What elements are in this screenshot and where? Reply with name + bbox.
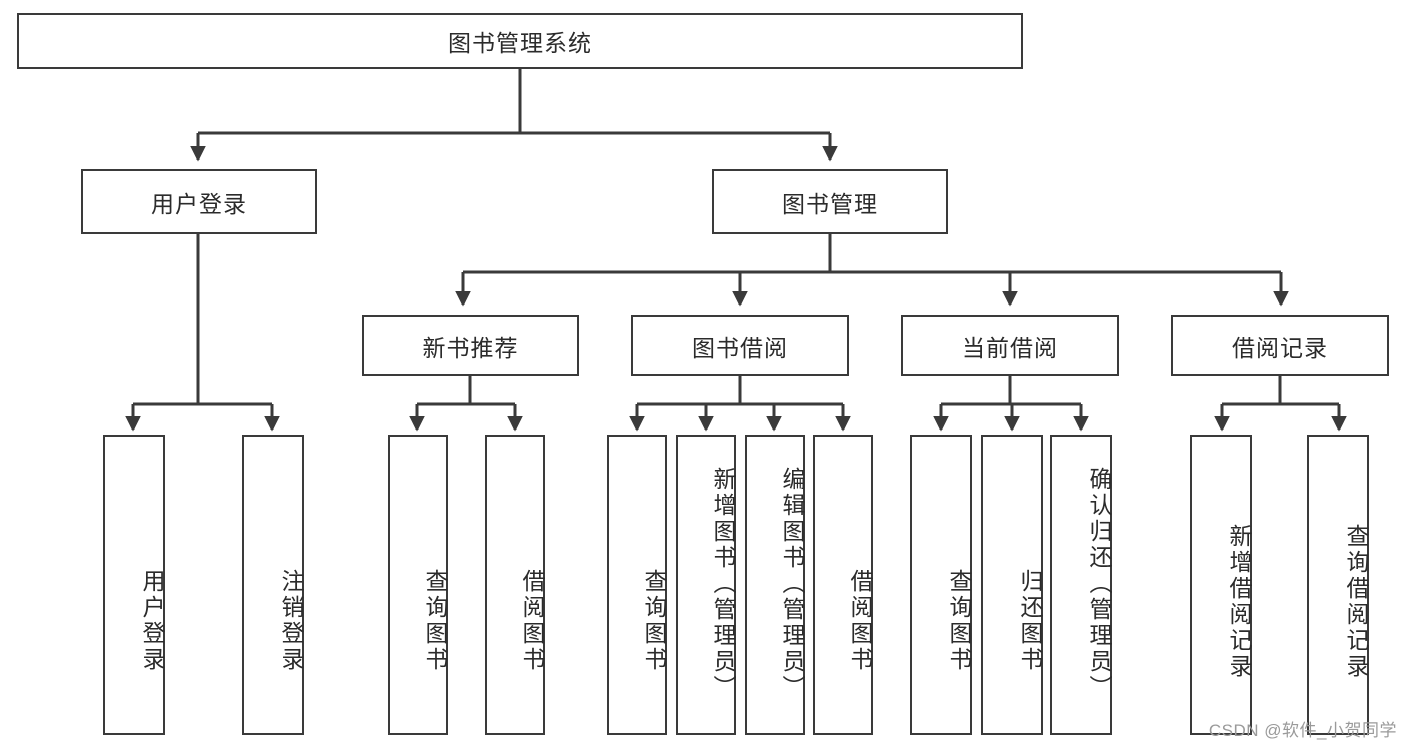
node-leaf-borrow-book-2[interactable]: 借阅图书	[813, 435, 873, 735]
node-leaf-return-book[interactable]: 归还图书	[981, 435, 1043, 735]
node-leaf-query-borrow-record-label: 查询借阅记录	[1343, 524, 1369, 680]
node-leaf-query-book-3[interactable]: 查询图书	[910, 435, 972, 735]
node-leaf-add-book[interactable]: 新增图书（管理员）	[676, 435, 736, 735]
node-leaf-edit-book-label: 编辑图书（管理员）	[779, 467, 805, 701]
node-book-borrow-label: 图书借阅	[692, 334, 788, 361]
node-leaf-edit-book[interactable]: 编辑图书（管理员）	[745, 435, 805, 735]
node-leaf-query-book-2[interactable]: 查询图书	[607, 435, 667, 735]
node-leaf-add-borrow-record[interactable]: 新增借阅记录	[1190, 435, 1252, 735]
node-leaf-borrow-book-1-label: 借阅图书	[519, 569, 545, 673]
node-leaf-add-borrow-record-label: 新增借阅记录	[1226, 524, 1252, 680]
node-book-borrow[interactable]: 图书借阅	[631, 315, 849, 376]
node-user-login[interactable]: 用户登录	[81, 169, 317, 234]
node-book-management-label: 图书管理	[782, 190, 878, 217]
node-leaf-query-book-1[interactable]: 查询图书	[388, 435, 448, 735]
node-root-label: 图书管理系统	[448, 30, 592, 56]
csdn-watermark: CSDN @软件_小贺同学	[1208, 721, 1397, 740]
node-leaf-query-book-3-label: 查询图书	[946, 569, 972, 673]
node-leaf-logout-login[interactable]: 注销登录	[242, 435, 304, 735]
node-book-management[interactable]: 图书管理	[712, 169, 948, 234]
node-borrow-record[interactable]: 借阅记录	[1171, 315, 1389, 376]
node-current-borrow-label: 当前借阅	[962, 334, 1058, 361]
node-leaf-confirm-return[interactable]: 确认归还（管理员）	[1050, 435, 1112, 735]
node-new-book-recommend[interactable]: 新书推荐	[362, 315, 579, 376]
node-user-login-label: 用户登录	[151, 190, 247, 217]
node-root[interactable]: 图书管理系统	[17, 13, 1023, 69]
node-leaf-logout-login-label: 注销登录	[278, 569, 304, 673]
node-leaf-add-book-label: 新增图书（管理员）	[710, 467, 736, 701]
node-new-book-recommend-label: 新书推荐	[422, 334, 519, 361]
node-leaf-user-login-label: 用户登录	[139, 569, 165, 673]
node-borrow-record-label: 借阅记录	[1232, 334, 1328, 361]
node-leaf-borrow-book-2-label: 借阅图书	[847, 569, 873, 673]
node-leaf-borrow-book-1[interactable]: 借阅图书	[485, 435, 545, 735]
node-leaf-query-book-1-label: 查询图书	[422, 569, 448, 673]
node-leaf-return-book-label: 归还图书	[1017, 569, 1043, 673]
node-leaf-user-login[interactable]: 用户登录	[103, 435, 165, 735]
node-current-borrow[interactable]: 当前借阅	[901, 315, 1119, 376]
node-leaf-query-book-2-label: 查询图书	[641, 569, 667, 673]
node-leaf-query-borrow-record[interactable]: 查询借阅记录	[1307, 435, 1369, 735]
node-leaf-confirm-return-label: 确认归还（管理员）	[1086, 467, 1112, 701]
